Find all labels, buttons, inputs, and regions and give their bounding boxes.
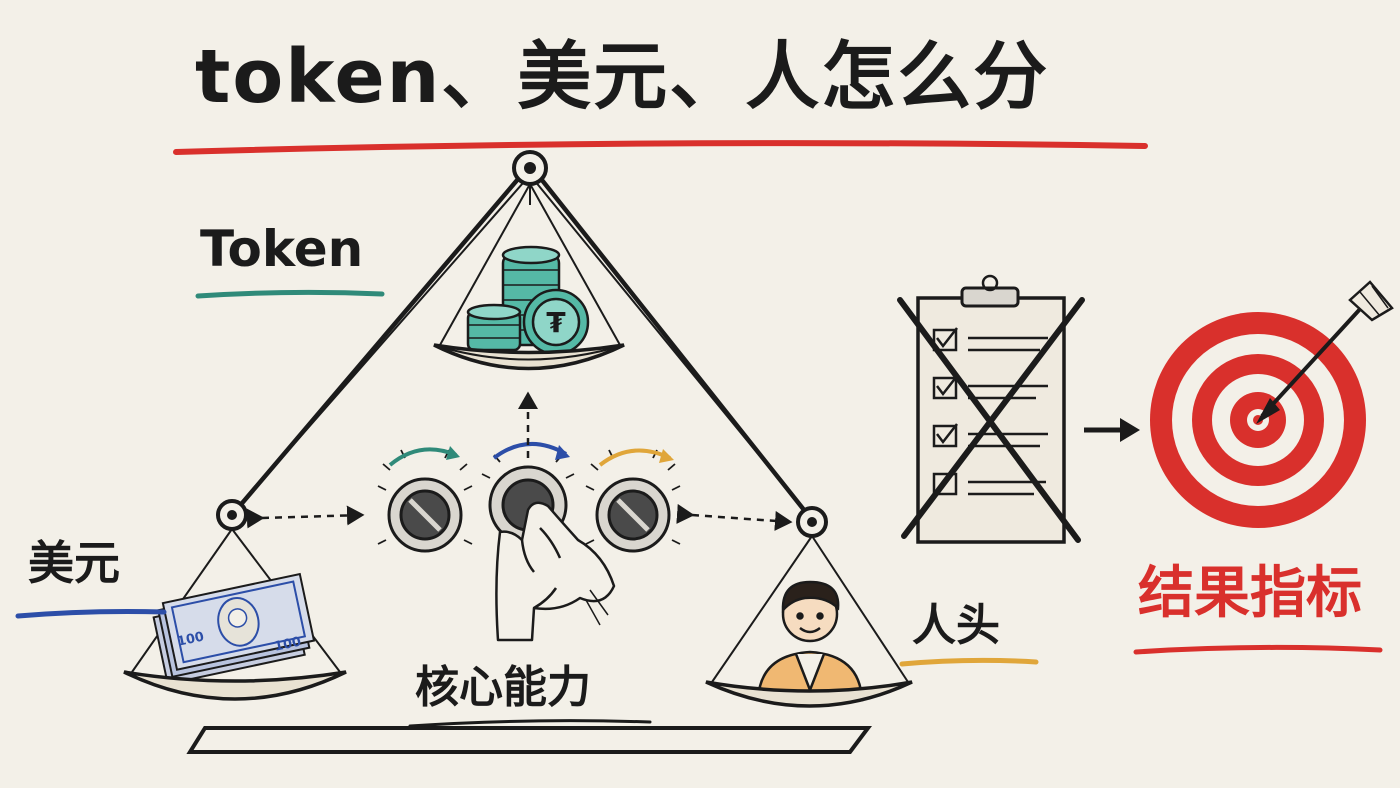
person-icon bbox=[756, 580, 864, 702]
svg-text:100: 100 bbox=[273, 634, 303, 654]
top-pan-strings bbox=[439, 183, 621, 346]
right-pan-strings bbox=[711, 535, 909, 683]
token-coin-stack-icon: ₮ bbox=[466, 245, 590, 356]
knob-right bbox=[595, 477, 671, 553]
core-ability-label: 核心能力 bbox=[415, 662, 591, 713]
knob-left bbox=[387, 477, 463, 553]
knob-center-arrow bbox=[492, 442, 568, 460]
pivot-top bbox=[512, 150, 548, 186]
arrow-to-target-icon bbox=[1084, 418, 1140, 442]
svg-text:100: 100 bbox=[176, 630, 206, 650]
pivot-right bbox=[796, 506, 828, 538]
page-title: token、美元、人怎么分 bbox=[195, 34, 1050, 120]
target-arrow-icon bbox=[1150, 280, 1394, 528]
result-metric-label: 结果指标 bbox=[1138, 561, 1362, 626]
title-underline bbox=[173, 140, 1148, 155]
result-underline bbox=[1133, 644, 1383, 655]
hand-icon bbox=[495, 501, 616, 642]
pivot-left bbox=[216, 499, 248, 531]
right-pan bbox=[705, 680, 913, 708]
usd-label: 美元 bbox=[28, 536, 120, 590]
dashed-connectors bbox=[246, 391, 793, 531]
core-underline bbox=[408, 719, 652, 728]
crossed-checklist-icon bbox=[897, 274, 1085, 544]
token-label: Token bbox=[200, 220, 364, 278]
people-underline bbox=[899, 657, 1039, 667]
token-underline bbox=[195, 289, 385, 299]
svg-text:₮: ₮ bbox=[546, 306, 566, 339]
usd-underline bbox=[15, 609, 167, 619]
dollar-bills-icon: 100 100 bbox=[152, 572, 316, 686]
balance-frame bbox=[186, 162, 872, 754]
people-label: 人头 bbox=[912, 600, 1000, 651]
top-pan bbox=[433, 343, 625, 371]
left-pan bbox=[123, 670, 347, 701]
